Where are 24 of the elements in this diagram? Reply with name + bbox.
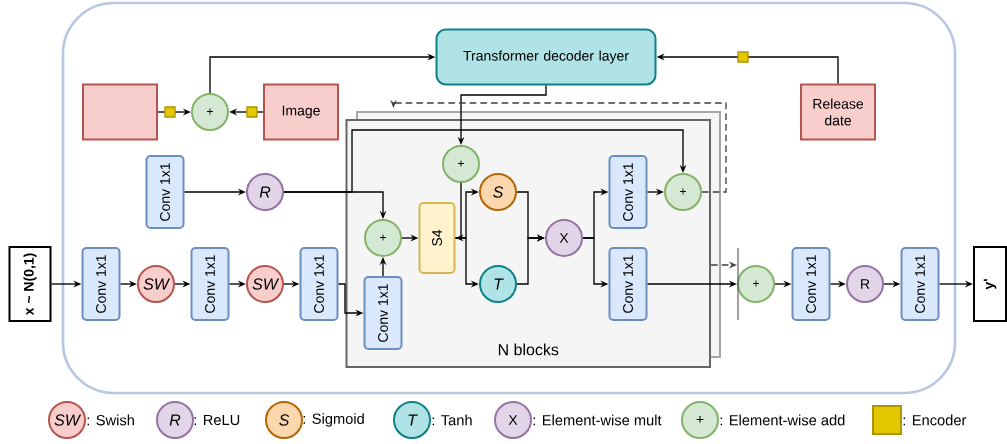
conv-box: Conv 1x1	[363, 276, 403, 350]
s4-box: S4	[418, 202, 456, 274]
conv-box: Conv 1x1	[791, 247, 831, 321]
conv-box: Conv 1x1	[145, 155, 185, 229]
conv-box: Conv 1x1	[900, 247, 940, 321]
input-box	[82, 83, 158, 141]
tensor-box: y'	[973, 246, 1007, 322]
decoder-box: Transformer decoder layer	[435, 28, 657, 86]
arrow	[283, 129, 687, 193]
conv-box: Conv 1x1	[299, 247, 339, 321]
conv-box: Conv 1x1	[190, 247, 230, 321]
conv-box: Conv 1x1	[81, 247, 121, 321]
legend-label: : Swish	[87, 414, 134, 426]
conv-box: Conv 1x1	[608, 155, 648, 229]
legend-label: : Encoder	[903, 414, 967, 426]
input-box: Release date	[800, 83, 876, 141]
legend-label: : Element-wise add	[720, 414, 845, 426]
legend-label: : Sigmoid	[303, 413, 364, 427]
input-box: Image	[263, 83, 339, 141]
tensor-box: x ~ N(0,1)	[8, 246, 52, 322]
conv-box: Conv 1x1	[608, 247, 648, 321]
legend-label: : Element-wise mult	[533, 414, 662, 426]
legend-label: : ReLU	[194, 414, 240, 426]
legend-label: : Tanh	[432, 414, 472, 426]
